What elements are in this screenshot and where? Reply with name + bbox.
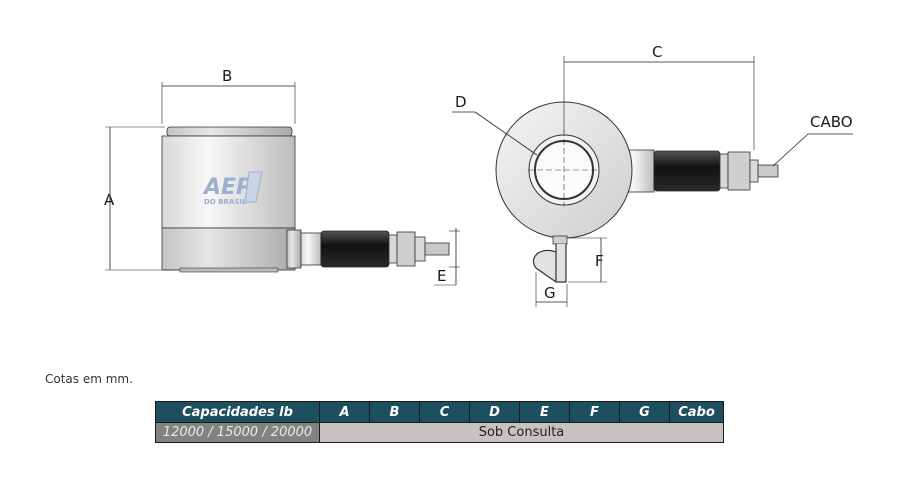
fitting-grip [320, 230, 390, 268]
dim-label-g: G [544, 284, 556, 302]
header-d: D [469, 401, 520, 423]
dim-label-d: D [455, 93, 467, 111]
units-note: Cotas em mm. [45, 372, 133, 386]
dim-label-e: E [437, 267, 446, 285]
header-f: F [569, 401, 620, 423]
header-g: G [619, 401, 670, 423]
handle [532, 244, 567, 283]
fitting-collar [286, 229, 302, 269]
port-tip [749, 159, 759, 183]
fitting-body [300, 232, 322, 266]
header-e: E [519, 401, 570, 423]
logo-mark-icon [244, 171, 263, 203]
logo-sub: DO BRASIL [204, 198, 247, 206]
header-a: A [319, 401, 370, 423]
cylinder-base [179, 267, 279, 273]
spec-table: Capacidades lb A B C D E F G Cabo 12000 … [155, 401, 724, 443]
cylinder-upper-body [161, 135, 296, 229]
technical-drawing: AEP DO BRASIL B A E [104, 43, 853, 307]
fitting-nut [388, 234, 398, 264]
aep-logo: AEP DO BRASIL [202, 171, 263, 206]
dim-label-f: F [595, 252, 604, 270]
side-view: AEP DO BRASIL B A E [104, 67, 460, 286]
value-cell: Sob Consulta [319, 422, 724, 443]
header-b: B [369, 401, 420, 423]
top-view: C D F G CABO [452, 43, 853, 307]
port-grip [653, 150, 721, 192]
cylinder-lower-body [161, 227, 296, 271]
header-c: C [419, 401, 470, 423]
cable-label: CABO [810, 113, 853, 131]
fitting-hex [396, 231, 416, 267]
header-cabo: Cabo [669, 401, 724, 423]
dim-label-b: B [222, 67, 232, 85]
port-hex [727, 151, 751, 191]
dim-label-a: A [104, 191, 115, 209]
port-cable [757, 164, 779, 178]
table-header-row: Capacidades lb A B C D E F G Cabo [155, 401, 724, 423]
dim-label-c: C [652, 43, 662, 61]
header-capacities: Capacidades lb [155, 401, 320, 423]
cylinder-cap [166, 126, 293, 137]
capacities-cell: 12000 / 15000 / 20000 [155, 422, 320, 443]
fitting-tip [414, 236, 426, 262]
table-row: 12000 / 15000 / 20000 Sob Consulta [155, 422, 724, 443]
handle-mount [552, 235, 568, 245]
cable [424, 242, 450, 256]
port-nut [719, 153, 729, 189]
logo-main: AEP [202, 175, 252, 200]
